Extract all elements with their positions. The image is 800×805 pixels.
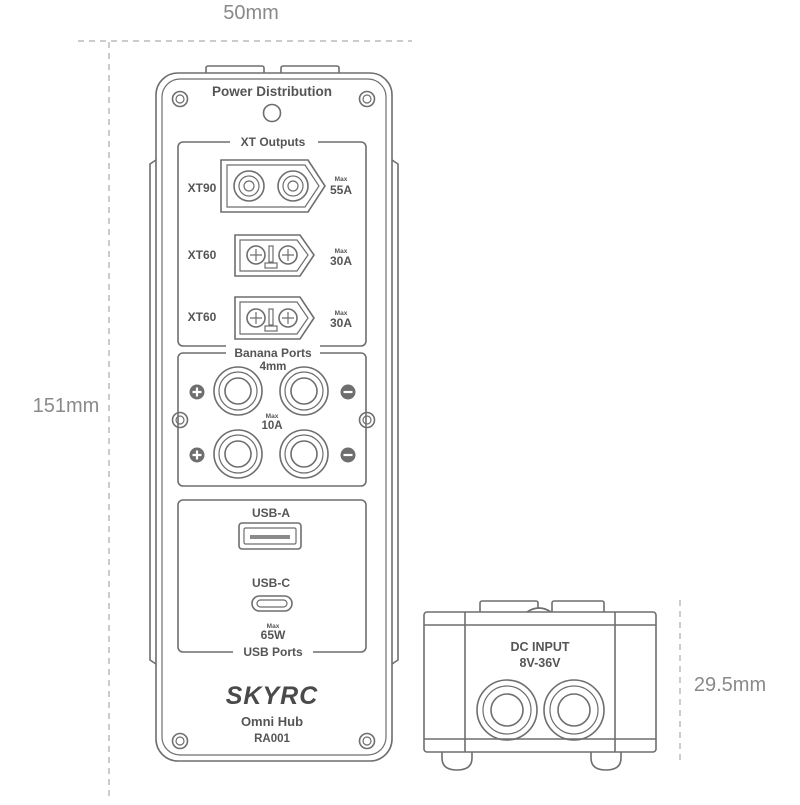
banana-port-top-left-icon xyxy=(213,366,263,416)
usb-power: 65W xyxy=(261,628,286,642)
right-edge-grip xyxy=(391,159,399,665)
minus-icon xyxy=(340,447,356,463)
front-housing-inner xyxy=(161,78,387,756)
banana-max-label: Max xyxy=(266,413,279,420)
foot-left xyxy=(441,748,473,771)
xt60-1-current: 30A xyxy=(330,254,352,268)
xt60-1-max-label: Max xyxy=(335,248,348,255)
xt-section-title: XT Outputs xyxy=(241,135,306,149)
usb-a-label: USB-A xyxy=(252,506,290,520)
usb-c-port-icon xyxy=(251,595,293,612)
left-edge-grip xyxy=(149,159,157,665)
model-number: RA001 xyxy=(254,733,290,745)
height-dimension: 151mm xyxy=(33,395,100,417)
usb-title-gap xyxy=(233,645,313,659)
xt60-1-connector-icon xyxy=(234,234,315,277)
status-led-icon xyxy=(262,103,282,123)
screw-top-left xyxy=(171,90,189,108)
screw-bottom-left xyxy=(171,732,189,750)
front-view: Power Distribution XT Outputs XT90 Max 5… xyxy=(149,65,399,762)
banana-title-gap xyxy=(226,345,320,359)
panel-title: Power Distribution xyxy=(212,84,332,99)
side-housing xyxy=(423,611,657,753)
usb-a-port-icon xyxy=(238,522,302,550)
xt90-connector-icon xyxy=(220,159,326,213)
dc-input-title: DC INPUT xyxy=(510,640,569,654)
brand-logo: SKYRC xyxy=(226,682,319,710)
xt60-1-label: XT60 xyxy=(188,248,217,262)
usb-section-title: USB Ports xyxy=(243,645,303,659)
dc-input-voltage: 8V-36V xyxy=(519,656,561,670)
dc-input-jack-right-icon xyxy=(543,679,605,741)
banana-size-label: 4mm xyxy=(260,361,287,373)
xt60-2-max-label: Max xyxy=(335,310,348,317)
xt60-2-connector-icon xyxy=(234,296,315,340)
plus-icon xyxy=(189,384,205,400)
xt-title-gap xyxy=(230,133,318,149)
xt60-2-label: XT60 xyxy=(188,310,217,324)
plus-icon xyxy=(189,447,205,463)
dc-input-jack-left-icon xyxy=(476,679,538,741)
banana-section-title: Banana Ports xyxy=(234,346,312,360)
front-housing xyxy=(155,72,393,762)
side-view: DC INPUT 8V-36V xyxy=(423,600,657,771)
xt90-max-label: Max xyxy=(335,176,348,183)
depth-dimension: 29.5mm xyxy=(694,674,766,696)
screw-top-right xyxy=(358,90,376,108)
xt60-2-current: 30A xyxy=(330,316,352,330)
width-dimension: 50mm xyxy=(223,2,279,24)
banana-port-bottom-left-icon xyxy=(213,429,263,479)
screw-mid-left xyxy=(171,411,189,429)
side-top-ridge xyxy=(526,607,552,613)
xt90-label: XT90 xyxy=(188,181,217,195)
screw-bottom-right xyxy=(358,732,376,750)
banana-current: 10A xyxy=(261,420,282,432)
usb-c-label: USB-C xyxy=(252,576,290,590)
banana-port-bottom-right-icon xyxy=(279,429,329,479)
foot-right xyxy=(590,748,622,771)
banana-port-top-right-icon xyxy=(279,366,329,416)
usb-max-label: Max xyxy=(267,623,280,630)
product-name: Omni Hub xyxy=(241,714,303,729)
screw-mid-right xyxy=(358,411,376,429)
xt90-current: 55A xyxy=(330,183,352,197)
minus-icon xyxy=(340,384,356,400)
dimension-guides: 50mm 151mm 29.5mm xyxy=(33,2,766,798)
